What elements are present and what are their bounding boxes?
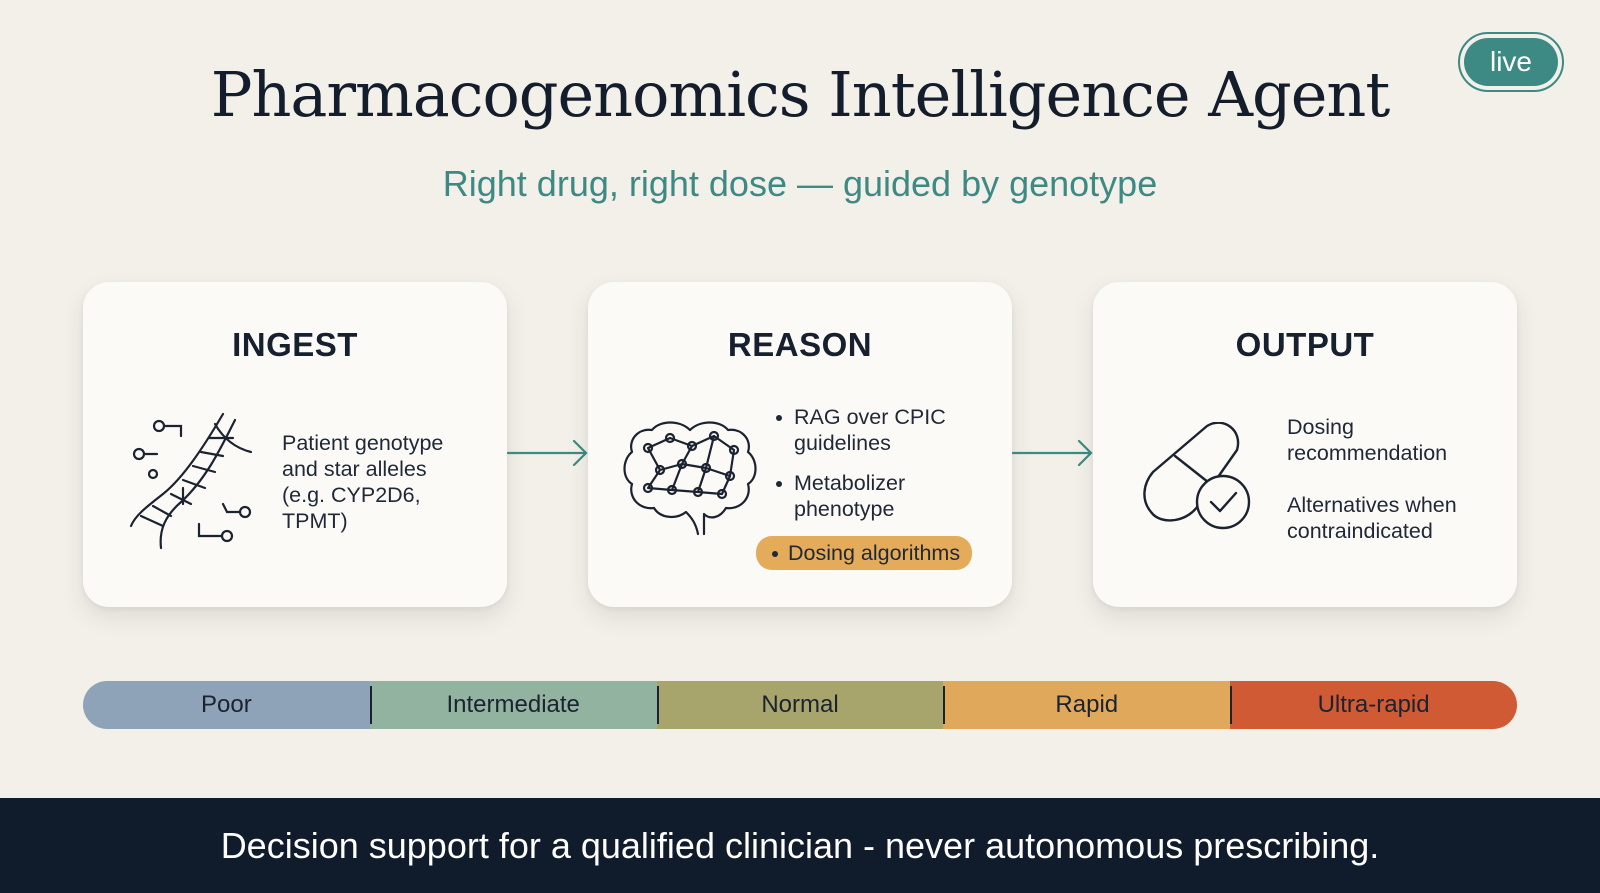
scale-label: Poor: [201, 691, 252, 718]
live-badge-label: live: [1464, 38, 1558, 86]
scale-label: Ultra-rapid: [1317, 691, 1430, 718]
ingest-line: Patient genotype: [282, 431, 444, 455]
ingest-description: Patient genotype and star alleles (e.g. …: [282, 430, 492, 534]
page-title: Pharmacogenomics Intelligence Agent: [210, 58, 1391, 131]
pill-check-icon: [1143, 422, 1251, 530]
reason-bullet-highlighted: Dosing algorithms: [756, 536, 973, 570]
reason-bullet-text: RAG over CPIC guidelines: [794, 405, 946, 455]
output-item: Dosing recommendation: [1287, 415, 1448, 465]
reason-bullet: RAG over CPIC guidelines: [764, 404, 1004, 456]
live-badge: live: [1458, 32, 1564, 92]
ingest-line: (e.g. CYP2D6,: [282, 483, 421, 507]
stage-title-reason: REASON: [727, 326, 873, 363]
reason-bullet-text: Metabolizer phenotype: [794, 471, 906, 521]
reason-bullet-text: Dosing algorithms: [788, 541, 961, 565]
brain-network-icon: [623, 421, 757, 536]
flow-arrow-icon: [1011, 439, 1093, 467]
flow-arrow-icon: [506, 439, 588, 467]
ingest-line: TPMT): [282, 509, 348, 533]
stage-card-output: OUTPUT Dosing recommendation Alternative…: [1093, 282, 1517, 607]
scale-segment-rapid: Rapid: [943, 681, 1231, 729]
scale-segment-normal: Normal: [656, 681, 944, 729]
page-subtitle: Right drug, right dose — guided by genot…: [442, 163, 1158, 204]
footer-disclaimer: Decision support for a qualified clinici…: [0, 798, 1600, 893]
stage-title-ingest: INGEST: [232, 326, 358, 363]
scale-label: Intermediate: [446, 691, 580, 718]
metabolizer-scale: Poor Intermediate Normal Rapid Ultra-rap…: [83, 681, 1517, 729]
scale-label: Normal: [761, 691, 839, 718]
scale-segment-poor: Poor: [83, 681, 370, 729]
reason-bullet: Metabolizer phenotype: [764, 470, 1004, 522]
stage-card-reason: REASON RAG over CPIC guidelines Metaboli…: [588, 282, 1012, 607]
dna-icon: [129, 412, 253, 550]
ingest-line: and star alleles: [282, 457, 427, 481]
scale-label: Rapid: [1055, 691, 1119, 718]
reason-bullet-list: RAG over CPIC guidelines Metabolizer phe…: [756, 404, 1004, 584]
scale-segment-ultra-rapid: Ultra-rapid: [1230, 681, 1517, 729]
stage-title-output: OUTPUT: [1235, 326, 1375, 363]
scale-segment-intermediate: Intermediate: [369, 681, 657, 729]
output-item: Alternatives when contraindicated: [1287, 493, 1457, 543]
stage-card-ingest: INGEST Patient genotype and star alleles…: [83, 282, 507, 607]
